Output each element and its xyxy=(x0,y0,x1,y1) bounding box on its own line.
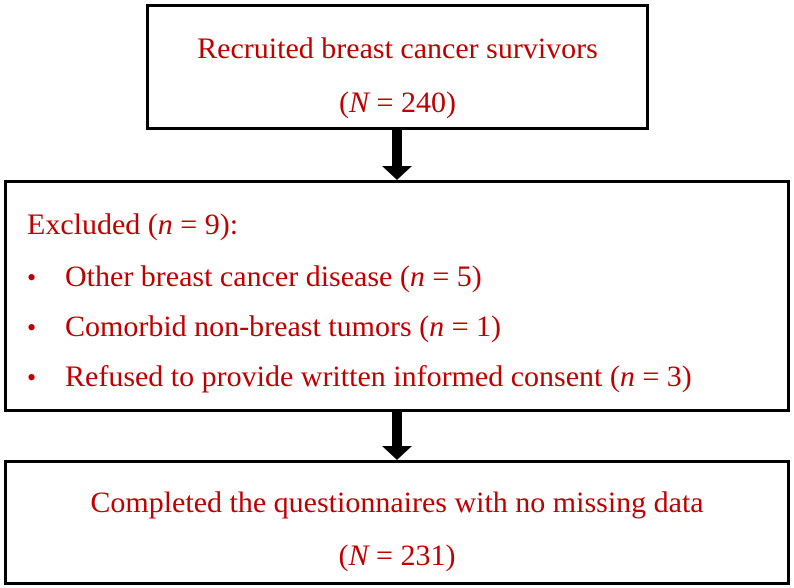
recruited-box: Recruited breast cancer survivors (N = 2… xyxy=(146,4,649,130)
excluded-box: Excluded (n = 9): •Other breast cancer d… xyxy=(4,180,790,412)
excluded-item-text: Comorbid non-breast tumors ( xyxy=(65,310,430,343)
arrow-head xyxy=(382,166,412,180)
bullet-icon: • xyxy=(27,363,37,392)
excluded-heading-var: n xyxy=(157,208,173,241)
excluded-item-var: n xyxy=(429,310,445,343)
down-arrow-icon xyxy=(382,130,412,180)
excluded-item-text: Refused to provide written informed cons… xyxy=(65,360,620,393)
completed-box: Completed the questionnaires with no mis… xyxy=(4,460,790,585)
arrow-head xyxy=(382,446,412,460)
completed-title: Completed the questionnaires with no mis… xyxy=(90,486,704,519)
recruited-count: (N = 240) xyxy=(149,85,646,121)
recruited-count-rest: = 240) xyxy=(369,86,456,119)
arrow-shaft xyxy=(392,130,402,168)
down-arrow-icon xyxy=(382,412,412,460)
bullet-icon: • xyxy=(27,263,37,292)
completed-count: (N = 231) xyxy=(7,538,787,574)
recruited-count-open: ( xyxy=(339,86,350,119)
completed-count-var: N xyxy=(348,539,369,572)
completed-count-open: ( xyxy=(338,539,349,572)
excluded-item-var: n xyxy=(409,260,425,293)
excluded-item-rest: = 3) xyxy=(634,360,692,393)
bullet-icon: • xyxy=(27,313,37,342)
excluded-item: • Refused to provide written informed con… xyxy=(27,359,692,396)
recruited-count-var: N xyxy=(349,86,370,119)
excluded-item-var: n xyxy=(619,360,635,393)
arrow-shaft xyxy=(392,412,402,448)
excluded-heading: Excluded (n = 9): xyxy=(27,207,238,243)
excluded-item-text: Other breast cancer disease ( xyxy=(65,260,410,293)
recruited-title: Recruited breast cancer survivors xyxy=(197,32,598,65)
excluded-item: • Other breast cancer disease (n = 5) xyxy=(27,259,482,296)
excluded-heading-text: Excluded ( xyxy=(27,208,158,241)
excluded-heading-rest: = 9): xyxy=(172,208,239,241)
excluded-item-rest: = 5) xyxy=(424,260,482,293)
excluded-item-rest: = 1) xyxy=(444,310,502,343)
completed-count-rest: = 231) xyxy=(368,539,456,572)
excluded-item: • Comorbid non-breast tumors (n = 1) xyxy=(27,309,501,346)
